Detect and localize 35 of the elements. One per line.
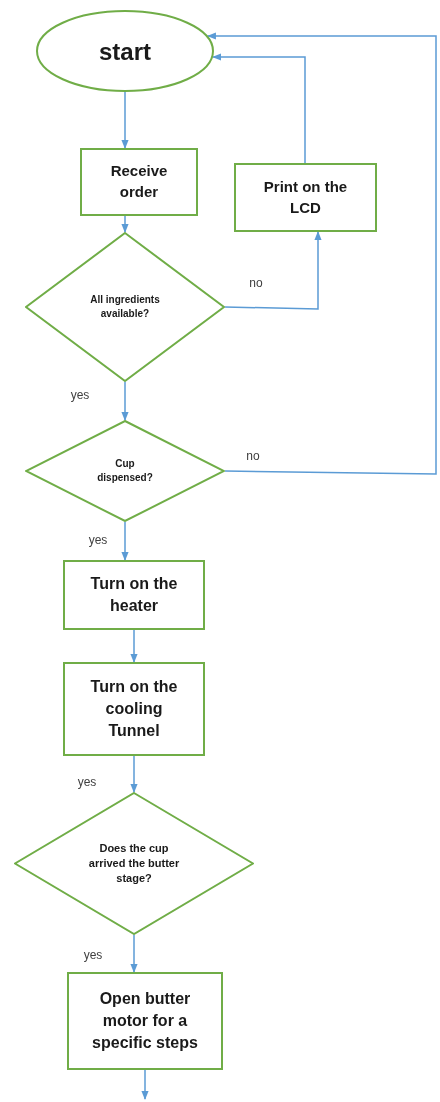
arrow	[121, 521, 129, 561]
node-label: Print on the LCD	[262, 176, 349, 218]
arrow	[130, 934, 138, 973]
edge-label: no	[247, 277, 265, 289]
decision-diamond	[14, 792, 254, 935]
edge-label: yes	[86, 534, 110, 546]
node-label: All ingredients available?	[90, 293, 160, 321]
edge-label: yes	[75, 776, 99, 788]
node-label: start	[99, 36, 151, 67]
edge-label: no	[244, 450, 262, 462]
arrow	[121, 215, 129, 233]
edge-label: yes	[81, 949, 105, 961]
arrow	[121, 381, 129, 421]
process-box	[67, 972, 223, 1070]
decision-diamond	[25, 232, 225, 382]
arrow	[130, 755, 138, 793]
node-label: Open butter motor for a specific steps	[91, 989, 199, 1053]
arrow	[121, 91, 129, 149]
node-label: Does the cup arrived the butter stage?	[87, 840, 181, 887]
process-box	[63, 662, 205, 756]
arrow	[224, 231, 322, 310]
start-ellipse	[36, 10, 214, 92]
arrow	[212, 53, 306, 164]
arrow	[130, 629, 138, 663]
arrow	[206, 32, 437, 475]
process-box	[234, 163, 377, 232]
node-label: Cup dispensed?	[96, 457, 154, 485]
process-box	[63, 560, 205, 630]
node-label: Turn on the cooling Tunnel	[89, 677, 179, 741]
process-box	[80, 148, 198, 216]
node-label: Receive order	[109, 161, 169, 202]
decision-diamond	[25, 420, 225, 522]
arrow	[141, 1069, 149, 1100]
node-label: Turn on the heater	[89, 574, 179, 616]
edge-label: yes	[68, 389, 92, 401]
